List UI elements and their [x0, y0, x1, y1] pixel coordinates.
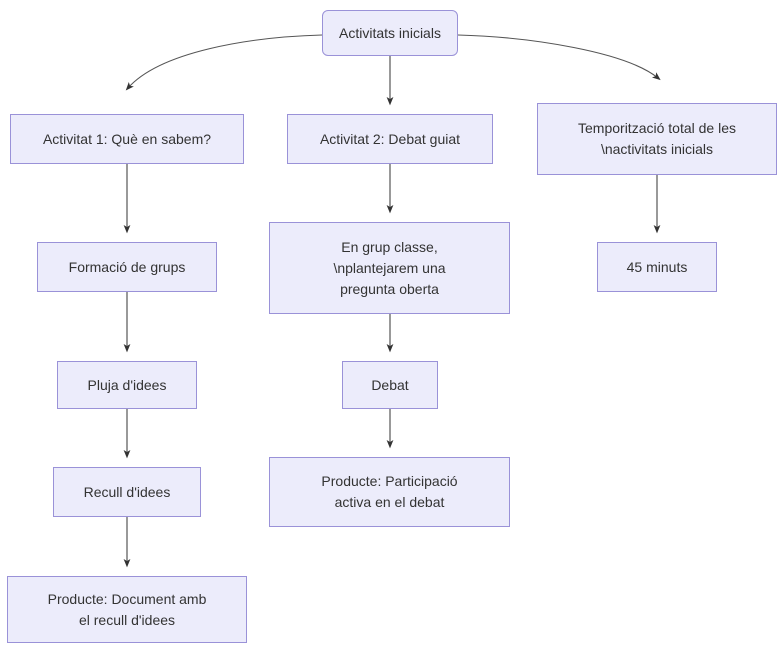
node-recull-didees[interactable]: Recull d'idees: [53, 467, 201, 517]
node-temporitzacio-total[interactable]: Temporització total de les \nactivitats …: [537, 103, 777, 175]
node-en-grup-classe[interactable]: En grup classe, \nplantejarem una pregun…: [269, 222, 510, 314]
edge-root-to-act1: [125, 34, 323, 91]
node-producte-participacio[interactable]: Producte: Participació activa en el deba…: [269, 457, 510, 527]
node-formacio-de-grups[interactable]: Formació de grups: [37, 242, 217, 292]
node-activitat-1[interactable]: Activitat 1: Què en sabem?: [10, 114, 244, 164]
node-activitats-inicials[interactable]: Activitats inicials: [322, 10, 458, 56]
node-45-minuts[interactable]: 45 minuts: [597, 242, 717, 292]
edge-root-to-temporitzacio: [457, 34, 661, 81]
node-pluja-didees[interactable]: Pluja d'idees: [57, 361, 197, 409]
node-activitat-2[interactable]: Activitat 2: Debat guiat: [287, 114, 493, 164]
node-producte-document[interactable]: Producte: Document amb el recull d'idees: [7, 576, 247, 643]
node-debat[interactable]: Debat: [342, 361, 438, 409]
